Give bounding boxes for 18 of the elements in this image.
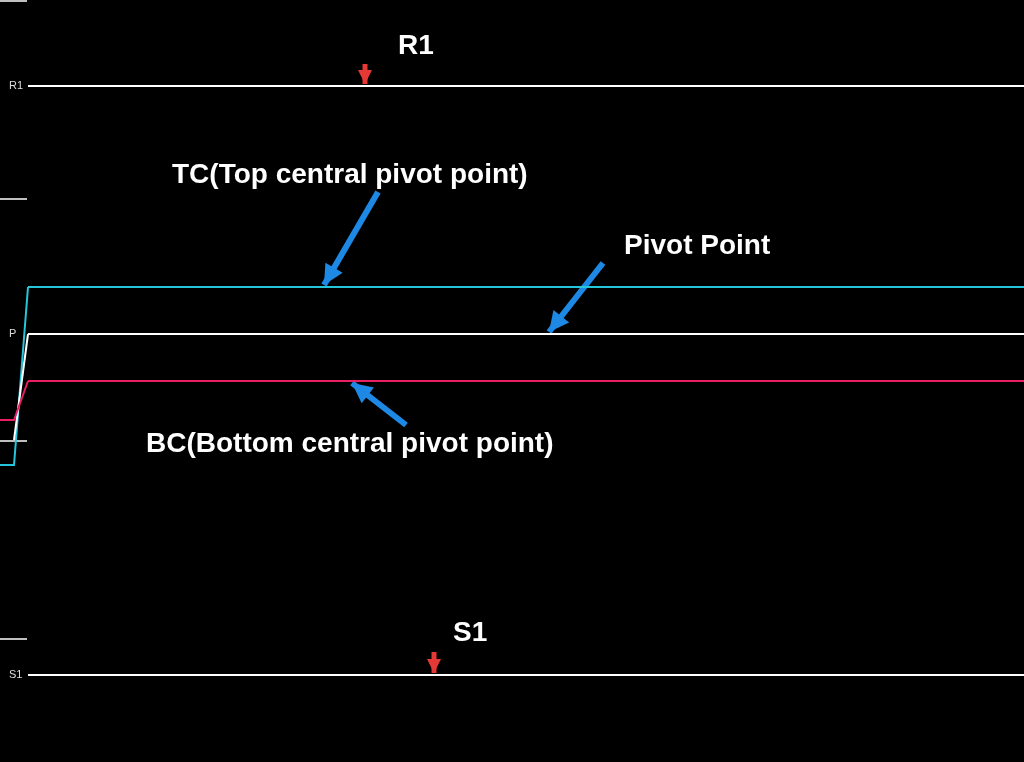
level-label: R1: [398, 29, 434, 61]
axis-label: S1: [9, 668, 23, 680]
level-label: S1: [453, 616, 488, 648]
leader-arrow: [546, 261, 606, 334]
level-line: [28, 286, 1024, 288]
leader-arrow: [321, 190, 381, 287]
leader-arrow: [350, 380, 408, 428]
axis-label: P: [9, 327, 17, 339]
level-line: [28, 333, 1024, 335]
callout-text: BC(Bottom central pivot point): [146, 427, 554, 459]
level-line: [28, 380, 1024, 382]
level-line: [28, 85, 1024, 87]
arrow: [358, 64, 372, 84]
axis-label: R1: [9, 79, 24, 91]
callout-text: TC(Top central pivot point): [172, 158, 528, 190]
callout-text: Pivot Point: [624, 229, 771, 261]
arrow: [427, 652, 441, 673]
level-line: [28, 674, 1024, 676]
